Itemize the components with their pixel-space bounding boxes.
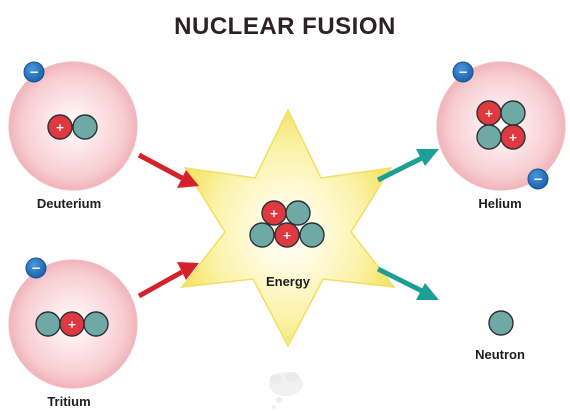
neutron-arrow xyxy=(376,266,439,300)
deuterium-arrow xyxy=(137,152,199,188)
watermark-dot xyxy=(276,397,282,403)
proton-sign: + xyxy=(67,318,76,331)
arrow-head xyxy=(177,262,199,280)
arrow-shaft xyxy=(137,152,184,181)
helium-arrow xyxy=(376,149,439,183)
helium-atom: + + − − xyxy=(436,61,566,191)
electron-sign: − xyxy=(533,172,543,186)
tritium-nucleus: + xyxy=(35,311,109,337)
arrow-head xyxy=(416,283,439,300)
neutron xyxy=(249,222,275,248)
fusing-nucleus: + + xyxy=(249,200,325,248)
watermark-bump xyxy=(285,372,299,382)
proton-sign: + xyxy=(282,229,291,242)
arrow-shaft xyxy=(376,266,424,294)
tritium-electron: − xyxy=(25,257,47,279)
free-neutron xyxy=(488,310,514,336)
deuterium-label: Deuterium xyxy=(37,196,101,211)
neutron xyxy=(285,200,311,226)
arrow-head xyxy=(416,149,439,166)
watermark-bump xyxy=(270,374,282,384)
helium-nucleus: + + xyxy=(476,100,526,150)
neutron xyxy=(476,124,502,150)
diagram-title: NUCLEAR FUSION xyxy=(174,13,396,40)
proton-sign: + xyxy=(55,121,64,134)
tritium-atom: + − xyxy=(8,257,138,389)
electron xyxy=(527,168,549,190)
arrow-head xyxy=(177,170,199,188)
electron xyxy=(25,257,47,279)
deuterium-electron: − xyxy=(23,61,45,83)
tritium-arrow xyxy=(137,262,199,299)
arrow-shaft xyxy=(137,269,184,299)
electron-sign: − xyxy=(29,65,39,79)
proton-sign: + xyxy=(269,207,278,220)
proton xyxy=(476,100,502,126)
proton-sign: + xyxy=(508,131,517,144)
proton-sign: + xyxy=(484,107,493,120)
neutron xyxy=(72,114,98,140)
neutron xyxy=(299,222,325,248)
neutron xyxy=(35,311,61,337)
proton xyxy=(261,200,287,226)
helium-label: Helium xyxy=(478,196,521,211)
neutron xyxy=(83,311,109,337)
helium-atom-cloud xyxy=(436,61,566,191)
deuterium-nucleus: + xyxy=(47,114,98,140)
watermark-dot xyxy=(272,405,276,409)
proton xyxy=(47,114,73,140)
watermark-logo xyxy=(269,372,303,409)
tritium-label: Tritium xyxy=(47,394,90,409)
helium-electron-bottom: − xyxy=(527,168,549,190)
neutron xyxy=(500,100,526,126)
electron-sign: − xyxy=(458,65,468,79)
electron xyxy=(23,61,45,83)
deuterium-atom: + − xyxy=(8,61,138,191)
proton xyxy=(274,222,300,248)
electron-sign: − xyxy=(31,261,41,275)
neutron xyxy=(488,310,514,336)
neutron-label: Neutron xyxy=(475,347,525,362)
proton xyxy=(500,124,526,150)
electron xyxy=(452,61,474,83)
arrow-shaft xyxy=(376,155,424,183)
energy-label: Energy xyxy=(266,274,311,289)
proton xyxy=(59,311,85,337)
helium-electron-top: − xyxy=(452,61,474,83)
